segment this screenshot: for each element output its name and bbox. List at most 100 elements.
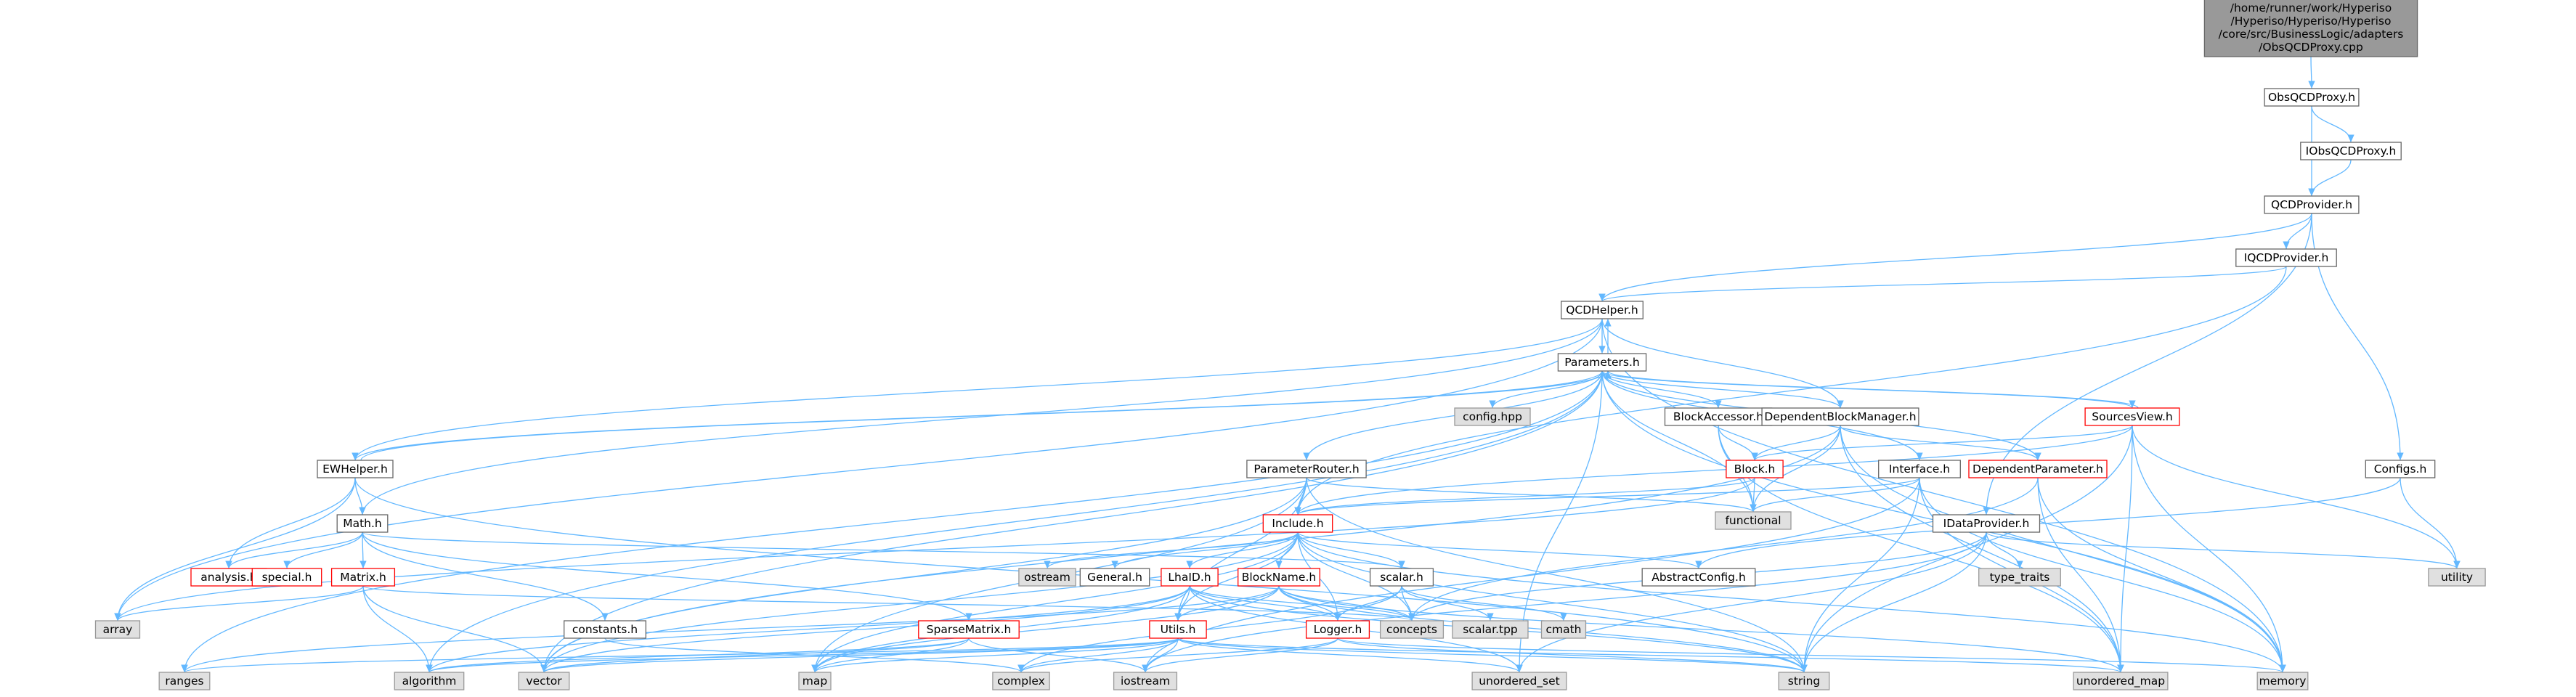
node-root[interactable]: /home/runner/work/Hyperiso/Hyperiso/Hype… <box>2203 0 2418 57</box>
node-box <box>1726 460 1784 478</box>
node-Block-h[interactable]: Block.h <box>1726 460 1784 478</box>
edge-path <box>1306 477 1808 673</box>
edge-path <box>540 637 1179 673</box>
edge-path <box>181 585 1280 673</box>
edge-ParameterRouter_h-to-functional <box>1306 477 1757 513</box>
node-label: utility <box>2441 571 2473 584</box>
edge-path <box>1695 477 2401 569</box>
node-ObsQCDProxy-h[interactable]: ObsQCDProxy.h <box>2264 88 2360 107</box>
edge-QCDHelper_h-to-memory <box>1601 318 2286 673</box>
edge-scalar_h-to-scalar_tpp <box>1401 585 1494 621</box>
node-box <box>1540 620 1587 639</box>
node-label: string <box>1788 674 1821 688</box>
edge-path <box>426 370 1603 673</box>
node-box <box>1664 407 1773 426</box>
node-label: type_traits <box>1990 571 2050 584</box>
edge-path <box>114 477 356 621</box>
node-type-traits: type_traits <box>1978 568 2061 587</box>
node-DependentParameter-h[interactable]: DependentParameter.h <box>1968 460 2108 478</box>
edge-BlockName_h-to-concepts <box>1278 585 1415 621</box>
node-special-h[interactable]: special.h <box>251 568 322 587</box>
node-IDataProvider-h[interactable]: IDataProvider.h <box>1932 514 2041 533</box>
node-ParameterRouter-h[interactable]: ParameterRouter.h <box>1246 460 1367 478</box>
node-scalar-h[interactable]: scalar.h <box>1369 568 1434 587</box>
node-SourcesView-h[interactable]: SourcesView.h <box>2084 407 2180 426</box>
node-label: ranges <box>165 674 203 688</box>
edge-path <box>1751 425 2133 461</box>
node-LhaID-h[interactable]: LhaID.h <box>1161 568 1219 587</box>
node-IObsQCDProxy-h[interactable]: IObsQCDProxy.h <box>2300 142 2402 160</box>
node-label: functional <box>1725 514 1781 527</box>
node-label: ObsQCDProxy.h <box>2268 91 2355 104</box>
edge-path <box>1294 266 2287 515</box>
edge-path <box>362 585 548 673</box>
edge-SparseMatrix_h-to-map <box>811 637 970 673</box>
node-Utils-h[interactable]: Utils.h <box>1149 620 1207 639</box>
node-IQCDProvider-h[interactable]: IQCDProvider.h <box>2235 248 2337 267</box>
node-Include-h[interactable]: Include.h <box>1262 514 1333 533</box>
edge-LhaID_h-to-concepts <box>1189 585 1415 621</box>
edge-path <box>2283 213 2312 250</box>
edge-Parameters_h-to-unordered_set <box>1516 370 1603 673</box>
node-box <box>918 620 1020 639</box>
node-constants-h[interactable]: constants.h <box>564 620 646 639</box>
node-label: LhaID.h <box>1168 571 1211 584</box>
node-AbstractConfig-h[interactable]: AbstractConfig.h <box>1641 568 1756 587</box>
node-BlockName-h[interactable]: BlockName.h <box>1238 568 1320 587</box>
edge-path <box>362 585 433 673</box>
node-Logger-h[interactable]: Logger.h <box>1305 620 1370 639</box>
edge-path <box>1177 637 1808 673</box>
edge-path <box>1983 213 2312 515</box>
node-label: /Hyperiso/Hyperiso/Hyperiso <box>2231 15 2392 28</box>
edge-path <box>1601 370 1844 409</box>
edge-IDataProvider_h-to-string <box>1800 531 1987 673</box>
node-General-h[interactable]: General.h <box>1079 568 1150 587</box>
edge-EWHelper_h-to-Parameters_h <box>360 370 1612 461</box>
edge-scalar_h-to-concepts <box>1401 585 1415 621</box>
node-BlockAccessor-h[interactable]: BlockAccessor.h <box>1664 407 1773 426</box>
edge-Math_h-to-SparseMatrix_h <box>362 531 972 621</box>
node-label: complex <box>997 674 1045 688</box>
node-box <box>1561 301 1643 319</box>
edge-IDataProvider_h-to-utility <box>1986 531 2461 569</box>
node-label: Utils.h <box>1161 623 1196 636</box>
node-box <box>394 672 465 690</box>
edge-EWHelper_h-to-Math_h <box>354 477 366 515</box>
edge-path <box>1297 531 1415 621</box>
node-EWHelper-h[interactable]: EWHelper.h <box>317 460 394 478</box>
edge-SourcesView_h-to-Parameters_h <box>1604 370 2139 409</box>
node-ostream: ostream <box>1018 568 1076 587</box>
edge-Parameters_h-to-config_hpp <box>1489 370 1603 409</box>
node-utility: utility <box>2428 568 2486 587</box>
node-QCDHelper-h[interactable]: QCDHelper.h <box>1561 301 1643 319</box>
edge-path <box>1601 318 1844 409</box>
node-functional: functional <box>1715 511 1792 530</box>
node-ranges: ranges <box>158 672 211 690</box>
edge-path <box>225 531 363 569</box>
node-DependentBlockManager-h[interactable]: DependentBlockManager.h <box>1761 407 1919 426</box>
edge-path <box>1278 585 1415 621</box>
edge-path <box>2037 477 2124 673</box>
node-Math-h[interactable]: Math.h <box>336 514 389 533</box>
node-label: General.h <box>1087 571 1142 584</box>
edge-Include_h-to-string <box>1297 531 1808 673</box>
edge-path <box>1516 531 1987 673</box>
node-Configs-h[interactable]: Configs.h <box>2365 460 2436 478</box>
edge-path <box>1294 477 1755 515</box>
node-SparseMatrix-h[interactable]: SparseMatrix.h <box>918 620 1020 639</box>
node-Matrix-h[interactable]: Matrix.h <box>330 568 396 587</box>
node-Parameters-h[interactable]: Parameters.h <box>1557 353 1647 372</box>
node-label: config.hpp <box>1463 410 1522 423</box>
edge-IDataProvider_h-to-type_traits <box>1986 531 2023 569</box>
edge-path <box>1800 531 1987 673</box>
edge-IObsQCDProxy_h-to-QCDProvider_h <box>2308 159 2352 197</box>
node-box <box>1018 568 1076 587</box>
node-label: array <box>103 623 133 636</box>
edge-path <box>811 637 1179 673</box>
node-QCDProvider-h[interactable]: QCDProvider.h <box>2264 195 2360 214</box>
node-box <box>330 568 396 587</box>
edge-path <box>2117 425 2133 673</box>
node-Interface-h[interactable]: Interface.h <box>1878 460 1961 478</box>
edge-path <box>1297 531 1702 569</box>
